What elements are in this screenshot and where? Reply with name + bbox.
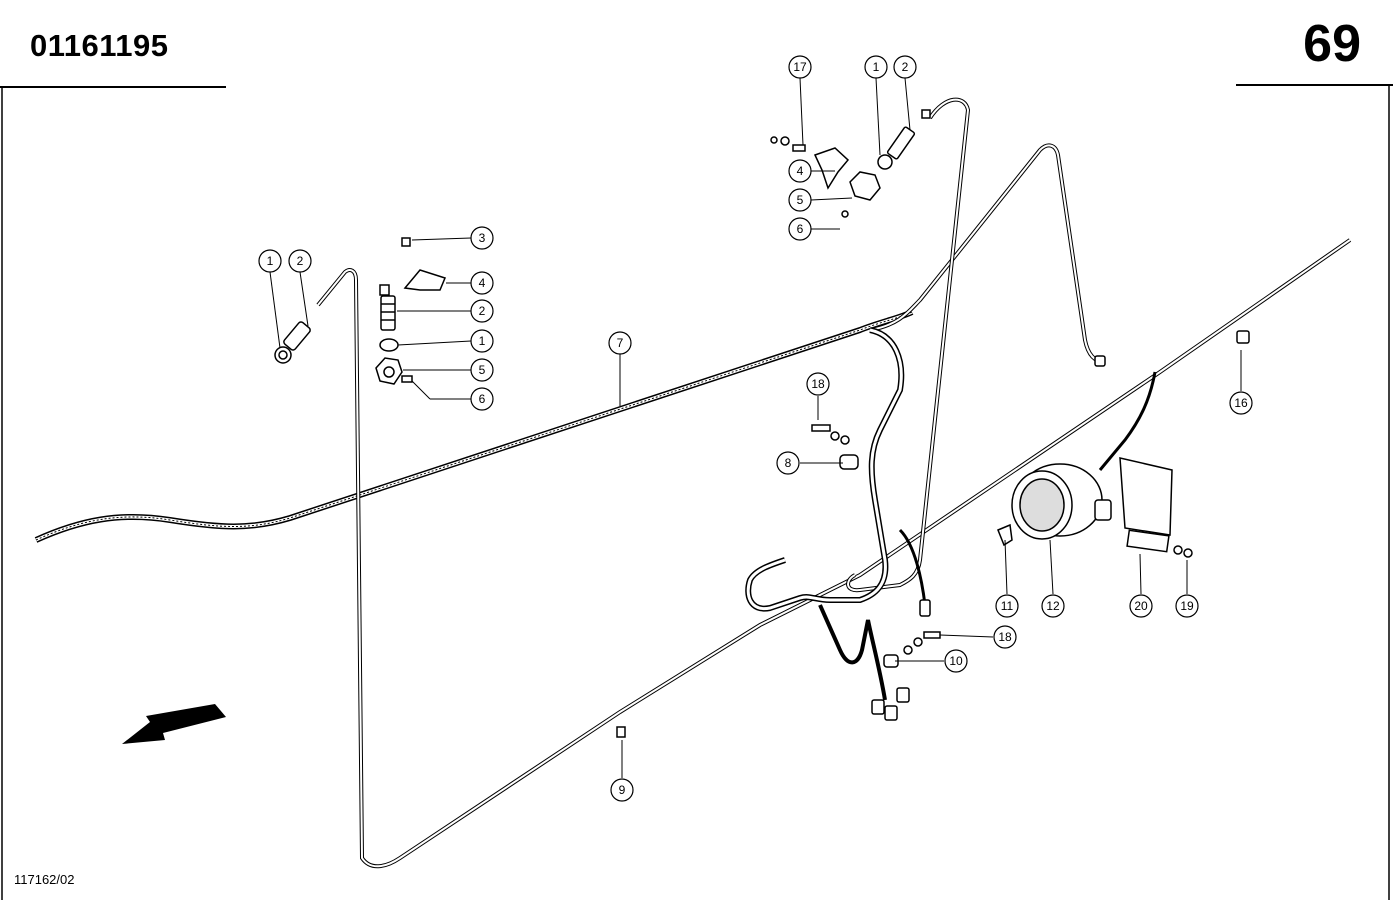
- callout-1: 1: [470, 329, 494, 353]
- connector-block: [1094, 355, 1106, 367]
- page-border: [0, 84, 1393, 900]
- svg-text:17: 17: [793, 60, 807, 74]
- callout-9: 9: [610, 778, 634, 802]
- connectors: [871, 355, 1106, 721]
- upper-branch: [846, 97, 1106, 593]
- callout-16: 16: [1229, 391, 1253, 415]
- main-harness: [34, 309, 914, 543]
- callout-1: 1: [258, 249, 282, 273]
- lower-loop-harness: [745, 327, 1157, 701]
- callout-4: 4: [788, 159, 812, 183]
- callout-20: 20: [1129, 594, 1153, 618]
- fasteners: [616, 330, 1250, 738]
- callout-6: 6: [470, 387, 494, 411]
- svg-text:10: 10: [949, 654, 963, 668]
- page-number: 69: [1303, 15, 1361, 73]
- svg-text:5: 5: [797, 193, 804, 207]
- svg-text:1: 1: [873, 60, 880, 74]
- svg-text:4: 4: [479, 276, 486, 290]
- svg-text:6: 6: [797, 222, 804, 236]
- callout-10: 10: [944, 649, 968, 673]
- svg-text:20: 20: [1134, 599, 1148, 613]
- callout-12: 12: [1041, 594, 1065, 618]
- upper-right-switch-assembly: [770, 109, 931, 218]
- svg-text:2: 2: [297, 254, 304, 268]
- svg-text:4: 4: [797, 164, 804, 178]
- svg-text:9: 9: [619, 783, 626, 797]
- part-number: 01161195: [30, 28, 169, 63]
- svg-text:18: 18: [998, 630, 1012, 644]
- connector-block: [896, 687, 910, 703]
- svg-text:6: 6: [479, 392, 486, 406]
- svg-text:11: 11: [1001, 599, 1014, 613]
- callout-19: 19: [1175, 594, 1199, 618]
- leader-lines: [269, 77, 1242, 778]
- callout-4: 4: [470, 271, 494, 295]
- svg-text:19: 19: [1180, 599, 1194, 613]
- callout-8: 8: [776, 451, 800, 475]
- connector-block: [919, 599, 931, 617]
- svg-text:12: 12: [1046, 599, 1060, 613]
- callout-1: 1: [864, 55, 888, 79]
- svg-text:2: 2: [479, 304, 486, 318]
- callout-2: 2: [288, 249, 312, 273]
- direction-arrow-icon: [122, 704, 226, 744]
- drawing-reference: 117162/02: [14, 872, 75, 887]
- callout-6: 6: [788, 217, 812, 241]
- svg-text:8: 8: [785, 456, 792, 470]
- svg-text:18: 18: [811, 377, 825, 391]
- svg-text:16: 16: [1234, 396, 1248, 410]
- callout-5: 5: [788, 188, 812, 212]
- callout-7: 7: [608, 331, 632, 355]
- callout-2: 2: [470, 299, 494, 323]
- callout-2: 2: [893, 55, 917, 79]
- callout-17: 17: [788, 55, 812, 79]
- callout-18: 18: [993, 625, 1017, 649]
- connector-block: [871, 699, 885, 715]
- svg-text:2: 2: [902, 60, 909, 74]
- connector-block: [884, 705, 898, 721]
- svg-text:3: 3: [479, 231, 486, 245]
- front-harness: [316, 238, 1352, 869]
- svg-text:7: 7: [617, 336, 624, 350]
- callout-18: 18: [806, 372, 830, 396]
- svg-text:5: 5: [479, 363, 486, 377]
- svg-text:1: 1: [479, 334, 486, 348]
- callout-11: 11: [995, 594, 1019, 618]
- callout-5: 5: [470, 358, 494, 382]
- svg-text:1: 1: [267, 254, 274, 268]
- work-lamp: [997, 457, 1193, 558]
- callout-3: 3: [470, 226, 494, 250]
- left-switch-assembly: [274, 237, 447, 385]
